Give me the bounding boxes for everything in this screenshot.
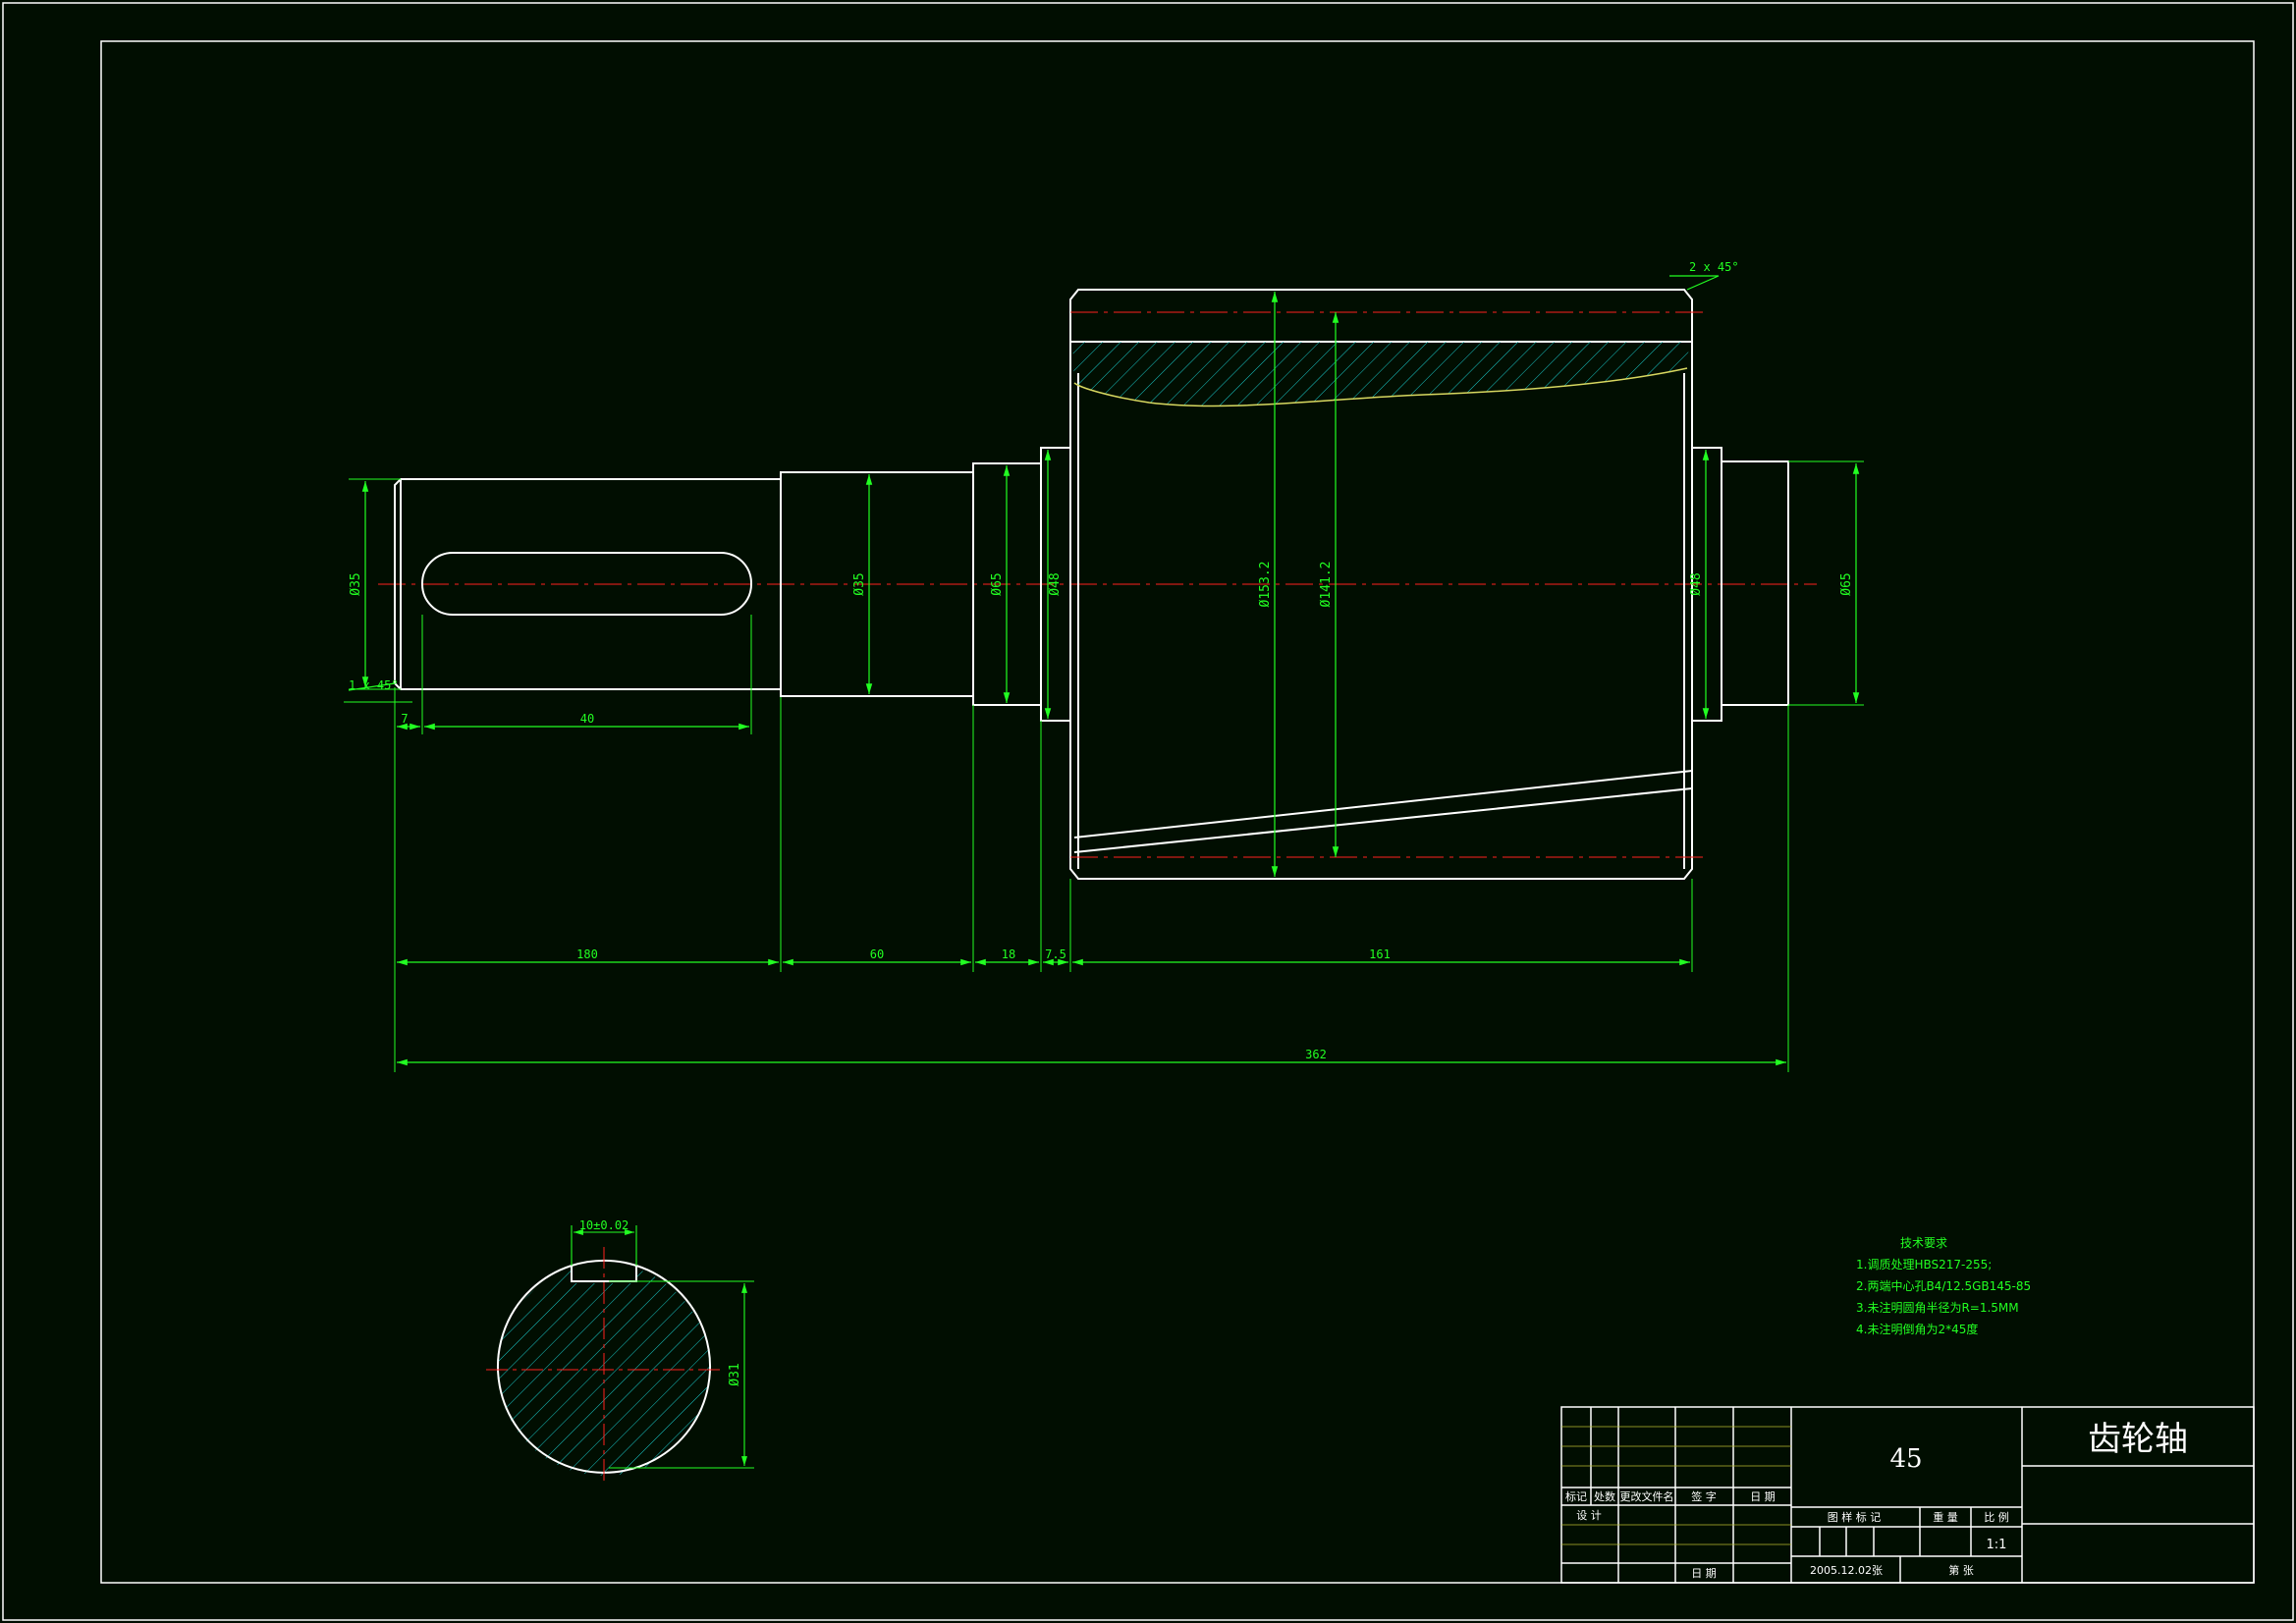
- dim-d-step3: Ø65: [990, 572, 1005, 595]
- sheet-label: 第 张: [1948, 1563, 1974, 1577]
- tech-item-1: 1.调质处理HBS217-255;: [1856, 1258, 1992, 1271]
- inner-border: [100, 40, 2255, 1584]
- rev-h-1: 标记: [1565, 1489, 1587, 1503]
- rev-h-4: 签 字: [1691, 1489, 1717, 1503]
- shaft-outline: [394, 289, 1789, 880]
- keyway: [421, 552, 752, 616]
- tech-item-3: 3.未注明圆角半径为R=1.5MM: [1856, 1300, 2019, 1315]
- dim-seg-gear: 161: [1369, 947, 1391, 961]
- dim-section-depth: Ø31: [728, 1363, 742, 1385]
- dim-key-length: 40: [580, 712, 594, 726]
- dim-d-right-end: Ø65: [1839, 572, 1854, 595]
- dim-overall: 362: [1305, 1048, 1327, 1061]
- dim-seg-4: 7.5: [1045, 947, 1066, 961]
- gear-hatch: [1072, 342, 1689, 406]
- tech-item-2: 2.两端中心孔B4/12.5GB145-85: [1856, 1278, 2031, 1293]
- dim-chamfer-gear: 2 x 45°: [1689, 260, 1739, 274]
- material: 45: [1889, 1444, 1922, 1474]
- sheet-info: 2005.12.02张: [1810, 1564, 1883, 1577]
- section-dims: [571, 1225, 754, 1469]
- dim-d-step2: Ø35: [852, 572, 867, 595]
- dim-d-collar-right: Ø48: [1689, 572, 1704, 595]
- scale-value: 1:1: [1987, 1538, 2007, 1552]
- dim-chamfer-left: 1 x 45°: [349, 678, 399, 692]
- dim-d-gear-root: Ø141.2: [1319, 562, 1334, 608]
- title-block: [1560, 1406, 2255, 1584]
- rev-h-5: 日 期: [1750, 1490, 1776, 1503]
- dim-d-collar: Ø48: [1048, 572, 1063, 595]
- gear-contour: [1073, 367, 1688, 407]
- tech-requirements: 技术要求 1.调质处理HBS217-255; 2.两端中心孔B4/12.5GB1…: [1856, 1236, 2031, 1336]
- rev-h-3: 更改文件名: [1620, 1489, 1674, 1503]
- design-label: 设 计: [1576, 1509, 1602, 1522]
- dim-section-key: 10±0.02: [579, 1218, 629, 1232]
- dim-d-gear-tip: Ø153.2: [1258, 562, 1273, 608]
- tech-item-4: 4.未注明倒角为2*45度: [1856, 1322, 1978, 1336]
- dim-seg-1: 180: [576, 947, 598, 961]
- title-block-yellow-rows: [1561, 1426, 1791, 1545]
- dim-d-left-shaft: Ø35: [349, 572, 363, 595]
- dimension-lines: [348, 275, 1860, 1066]
- dim-seg-3: 18: [1002, 947, 1015, 961]
- stage-label: 图 样 标 记: [1828, 1510, 1882, 1524]
- cross-section: [486, 1247, 722, 1483]
- extension-lines: [344, 460, 1864, 1072]
- date-label: 日 期: [1691, 1567, 1717, 1580]
- part-name: 齿轮轴: [2088, 1420, 2188, 1459]
- weight-label: 重 量: [1933, 1510, 1958, 1524]
- tech-title: 技术要求: [1900, 1236, 1947, 1250]
- dim-key-offset: 7: [401, 712, 408, 726]
- rev-h-2: 处数: [1594, 1490, 1615, 1503]
- scale-label: 比 例: [1984, 1510, 2009, 1524]
- dim-seg-2: 60: [870, 947, 884, 961]
